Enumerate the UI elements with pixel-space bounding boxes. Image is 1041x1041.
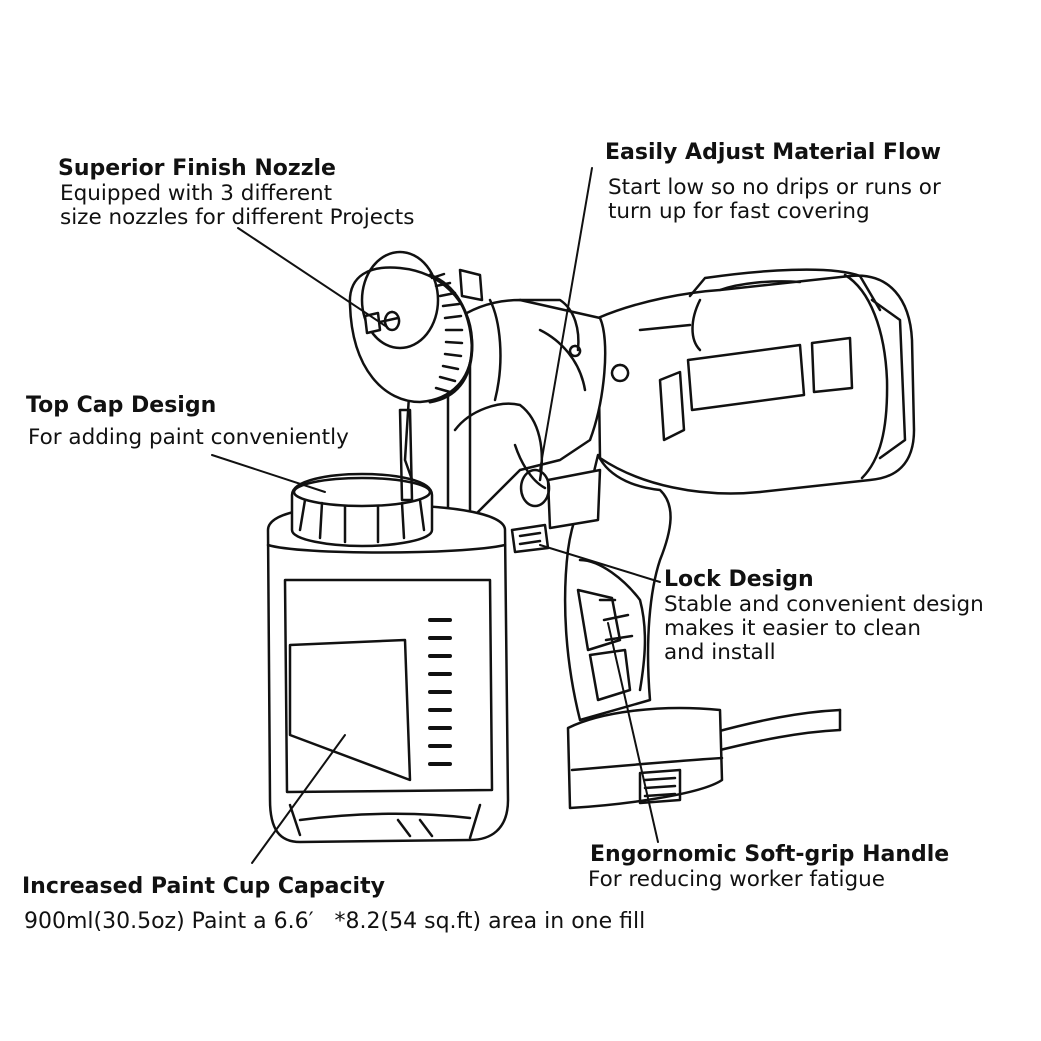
callout-nozzle: Superior Finish Nozzle Equipped with 3 d… — [58, 156, 414, 230]
leader-handle — [607, 622, 659, 843]
callout-lock-title: Lock Design — [664, 567, 814, 592]
callout-nozzle-line: size nozzles for different Projects — [60, 205, 415, 230]
callout-handle-desc: For reducing worker fatigue — [588, 868, 949, 892]
callout-nozzle-title: Superior Finish Nozzle — [58, 156, 336, 181]
callout-lock-line: Stable and convenient design — [664, 592, 984, 617]
callout-lock-line: makes it easier to clean — [664, 616, 922, 641]
callout-lock: Lock Design Stable and convenient design… — [664, 567, 984, 665]
callout-cup-line: 900ml(30.5oz) Paint a 6.6′ *8.2(54 sq.ft… — [24, 909, 646, 934]
callout-cup-title: Increased Paint Cup Capacity — [22, 874, 385, 899]
leader-cup — [251, 734, 346, 864]
callout-topcap-desc: For adding paint conveniently — [28, 426, 349, 450]
callout-flow-line: turn up for fast covering — [608, 199, 870, 224]
callout-paint-cup: Increased Paint Cup Capacity 900ml(30.5o… — [22, 874, 645, 934]
leader-topcap — [211, 454, 326, 493]
leader-flow — [539, 167, 593, 471]
leader-lines — [211, 167, 661, 864]
callout-nozzle-desc: Equipped with 3 different size nozzles f… — [60, 182, 414, 230]
top-cap — [290, 408, 434, 548]
callout-lock-line: and install — [664, 640, 776, 665]
callout-handle-line: For reducing worker fatigue — [588, 867, 886, 892]
callout-handle: Engornomic Soft-grip Handle For reducing… — [588, 842, 950, 892]
nozzle-assembly — [348, 250, 484, 404]
callout-flow-desc: Start low so no drips or runs or turn up… — [608, 176, 941, 224]
power-cord — [710, 708, 842, 754]
leader-nozzle — [237, 227, 388, 328]
motor-housing — [596, 268, 916, 495]
callout-flow-title: Easily Adjust Material Flow — [605, 140, 941, 165]
callout-topcap-line: For adding paint conveniently — [28, 425, 349, 450]
callout-flow-line: Start low so no drips or runs or — [608, 175, 941, 200]
callout-top-cap: Top Cap Design For adding paint convenie… — [26, 393, 349, 450]
callout-lock-desc: Stable and convenient design makes it ea… — [664, 593, 984, 665]
handle-grip — [510, 453, 672, 722]
battery-pack — [566, 706, 724, 810]
callout-topcap-title: Top Cap Design — [26, 393, 217, 418]
callout-handle-title: Engornomic Soft-grip Handle — [590, 842, 950, 867]
leader-lock — [539, 544, 661, 583]
callout-cup-desc: 900ml(30.5oz) Paint a 6.6′ *8.2(54 sq.ft… — [24, 910, 645, 934]
callout-material-flow: Easily Adjust Material Flow Start low so… — [605, 140, 941, 224]
callout-nozzle-line: Equipped with 3 different — [60, 181, 333, 206]
